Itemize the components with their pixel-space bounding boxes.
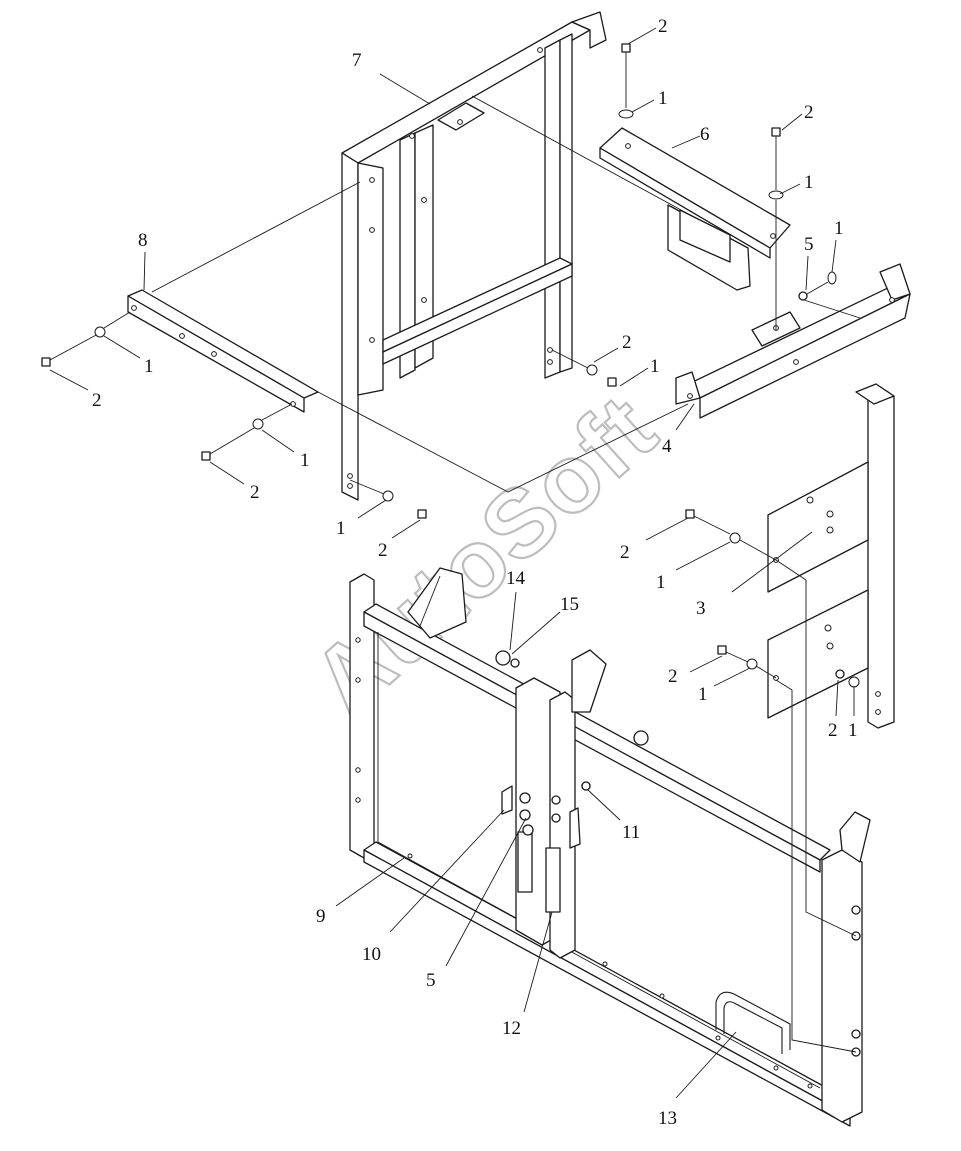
bar-part-8 bbox=[127, 289, 319, 413]
callout-5: 5 bbox=[426, 970, 436, 991]
callout-2: 2 bbox=[622, 332, 632, 353]
callout-1: 1 bbox=[300, 450, 310, 471]
callout-1: 1 bbox=[834, 218, 844, 239]
callout-14: 14 bbox=[506, 568, 526, 589]
callout-13: 13 bbox=[658, 1108, 677, 1129]
callout-1: 1 bbox=[804, 172, 814, 193]
lower-frame-part-9 bbox=[349, 567, 871, 1127]
callout-1: 1 bbox=[848, 720, 858, 741]
callout-2: 2 bbox=[620, 542, 630, 563]
callout-1: 1 bbox=[698, 684, 708, 705]
callout-2: 2 bbox=[378, 540, 388, 561]
callout-12: 12 bbox=[502, 1018, 521, 1039]
callout-7: 7 bbox=[352, 50, 362, 71]
callout-15: 15 bbox=[560, 594, 579, 615]
upper-frame-part-7 bbox=[341, 11, 607, 501]
callout-1: 1 bbox=[656, 572, 666, 593]
callout-11: 11 bbox=[622, 822, 640, 843]
fasteners bbox=[41, 43, 860, 791]
callout-2: 2 bbox=[250, 482, 260, 503]
callout-10: 10 bbox=[362, 944, 381, 965]
callout-2: 2 bbox=[92, 390, 102, 411]
callout-6: 6 bbox=[700, 124, 710, 145]
leader-lines bbox=[49, 27, 861, 1099]
callout-8: 8 bbox=[138, 230, 148, 251]
callout-2: 2 bbox=[804, 102, 814, 123]
bracket-part-6 bbox=[599, 127, 791, 291]
callout-1: 1 bbox=[336, 518, 346, 539]
callout-1: 1 bbox=[650, 356, 660, 377]
callout-2: 2 bbox=[828, 720, 838, 741]
callout-1: 1 bbox=[144, 356, 154, 377]
callout-5: 5 bbox=[804, 234, 814, 255]
callout-1: 1 bbox=[658, 88, 668, 109]
callout-2: 2 bbox=[658, 16, 668, 37]
callout-2: 2 bbox=[668, 666, 678, 687]
callout-labels: 2 1 7 6 2 1 5 1 8 1 2 2 1 4 1 2 1 2 2 1 … bbox=[92, 16, 858, 1129]
callout-4: 4 bbox=[662, 436, 672, 457]
plate-post-part-3 bbox=[767, 383, 895, 729]
rail-part-4 bbox=[675, 263, 911, 419]
callout-9: 9 bbox=[316, 906, 326, 927]
callout-3: 3 bbox=[696, 598, 706, 619]
